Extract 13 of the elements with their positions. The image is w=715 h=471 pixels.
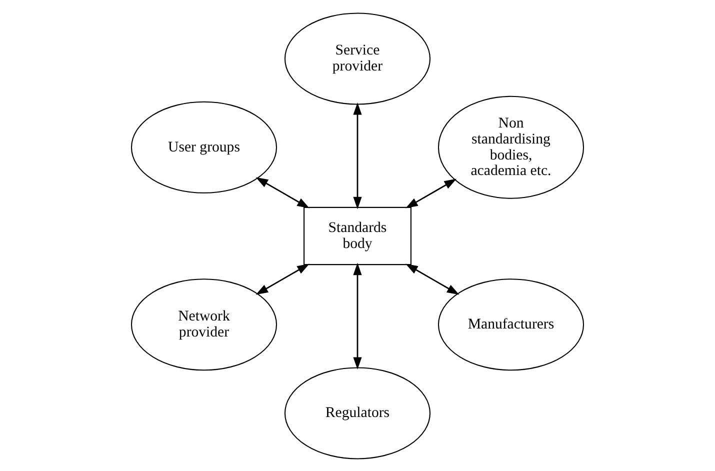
arrow xyxy=(406,263,460,294)
arrow xyxy=(256,263,310,294)
node-ellipse: Non standardising bodies, academia etc. xyxy=(438,95,584,198)
node-ellipse: Network provider xyxy=(130,278,278,370)
node-box: Standards body xyxy=(304,206,412,265)
node-ellipse: Regulators xyxy=(284,366,431,459)
node-ellipse: User groups xyxy=(130,100,278,193)
node-ellipse: Manufacturers xyxy=(438,278,584,370)
node-ellipse: Service provider xyxy=(284,12,431,104)
arrow xyxy=(353,102,362,209)
arrow xyxy=(256,176,310,208)
arrow xyxy=(406,178,457,208)
arrow xyxy=(353,262,362,369)
